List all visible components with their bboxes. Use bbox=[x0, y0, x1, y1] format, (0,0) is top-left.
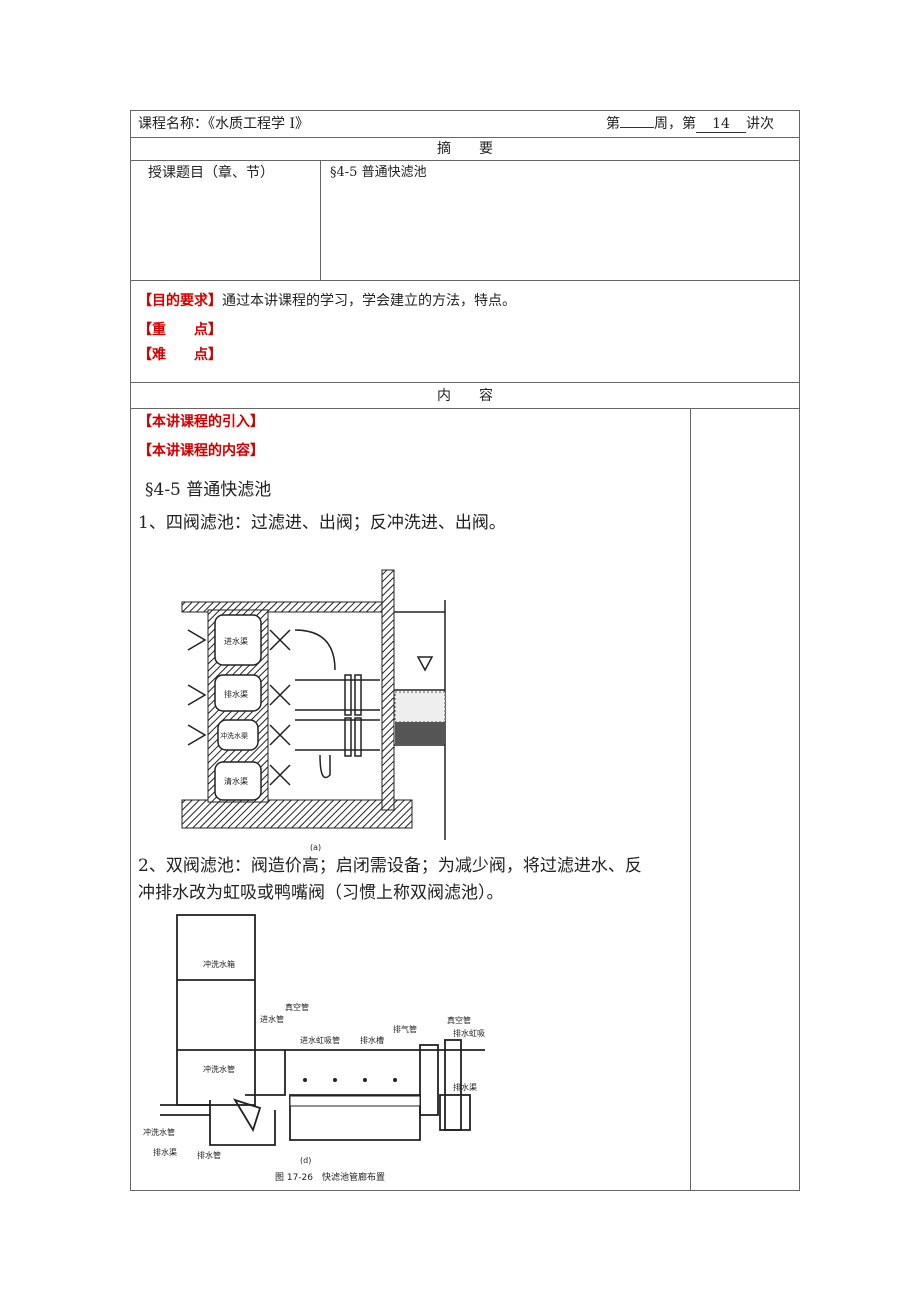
figure2-label: 排水槽 bbox=[360, 1035, 384, 1045]
figure1-label: 排水渠 bbox=[224, 689, 248, 699]
figure-pipe-gallery-layout: 冲洗水箱 冲洗水管 进水管 真空管 进水虹吸管 排水槽 排气管 真空管 排水虹吸… bbox=[143, 914, 485, 1183]
table-border-bottom bbox=[130, 1190, 800, 1191]
content-title: 内 容 bbox=[437, 388, 493, 404]
difficulty-label: 【难 点】 bbox=[138, 347, 222, 363]
figure2-label: 排水管 bbox=[197, 1150, 221, 1160]
figure1-label: 冲洗水渠 bbox=[220, 731, 248, 740]
figure2-label: 真空管 bbox=[447, 1015, 471, 1025]
figure1-subcaption: (a) bbox=[310, 843, 321, 852]
figure-four-valve-filter: 进水渠 排水渠 冲洗水渠 清水渠 (a) bbox=[181, 569, 446, 852]
item-1: 1、四阀滤池：过滤进、出阀；反冲洗进、出阀。 bbox=[138, 513, 506, 533]
key-points-label: 【重 点】 bbox=[138, 322, 222, 338]
item-2-line-2: 冲排水改为虹吸或鸭嘴阀（习惯上称双阀滤池）。 bbox=[138, 883, 504, 903]
figure1-label: 清水渠 bbox=[224, 776, 248, 786]
figure2-label: 排水渠 bbox=[453, 1082, 477, 1092]
figure2-subcaption: (d) bbox=[300, 1156, 311, 1165]
week-value bbox=[620, 127, 654, 128]
figure2-label: 进水管 bbox=[260, 1014, 284, 1024]
figure2-label: 排水虹吸管 bbox=[453, 1028, 485, 1038]
table-border-left bbox=[130, 110, 131, 1191]
objective-label: 【目的要求】 bbox=[138, 293, 222, 309]
divider bbox=[130, 137, 800, 138]
topic-value: §4-5 普通快滤池 bbox=[330, 165, 427, 180]
item-2-line-1: 2、双阀滤池：阀造价高；启闭需设备；为减少阀，将过滤进水、反 bbox=[138, 856, 642, 876]
course-name: 课程名称：《水质工程学 I》 bbox=[138, 116, 309, 132]
figure2-label: 冲洗水管 bbox=[203, 1064, 235, 1074]
objective-text: 通过本讲课程的学习，学会建立的方法，特点。 bbox=[222, 293, 516, 309]
divider bbox=[130, 160, 800, 161]
divider bbox=[690, 408, 691, 1190]
topic-label: 授课题目（章、节） bbox=[148, 165, 274, 181]
section-title: §4-5 普通快滤池 bbox=[145, 480, 272, 500]
intro-label: 【本讲课程的引入】 bbox=[138, 414, 264, 430]
figure2-label: 真空管 bbox=[285, 1002, 309, 1012]
week-suffix: 周，第 bbox=[654, 116, 696, 132]
divider bbox=[130, 382, 800, 383]
lecture-suffix: 讲次 bbox=[746, 116, 774, 132]
divider bbox=[130, 280, 800, 281]
figure1-label: 进水渠 bbox=[224, 636, 248, 646]
summary-title: 摘 要 bbox=[437, 141, 493, 157]
figure2-label: 排气管 bbox=[393, 1024, 417, 1034]
lecture-value: 14 bbox=[696, 117, 746, 133]
divider bbox=[320, 160, 321, 280]
table-border-top bbox=[130, 110, 800, 111]
figure2-label: 进水虹吸管 bbox=[300, 1035, 340, 1045]
divider bbox=[130, 408, 800, 409]
figure2-label: 排水渠 bbox=[153, 1147, 177, 1157]
table-border-right bbox=[799, 110, 800, 1191]
channel-labels: 进水渠 排水渠 冲洗水渠 清水渠 bbox=[220, 636, 248, 786]
figure2-label: 冲洗水箱 bbox=[203, 959, 235, 969]
week-prefix: 第 bbox=[606, 116, 620, 132]
figure2-caption: 图 17-26 快滤池管廊布置 bbox=[275, 1171, 385, 1183]
figure2-label: 冲洗水管 bbox=[143, 1127, 175, 1137]
content-label: 【本讲课程的内容】 bbox=[138, 443, 264, 459]
